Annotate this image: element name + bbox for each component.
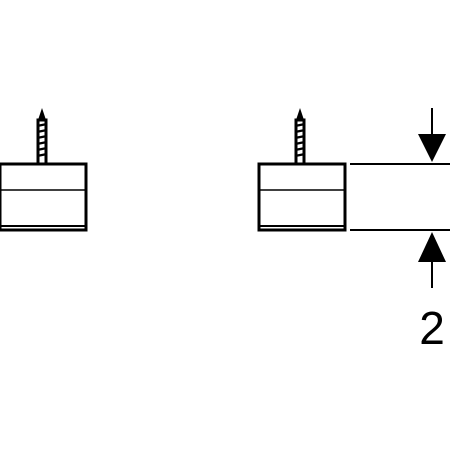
up-arrow-icon — [418, 232, 446, 288]
left-screw — [36, 108, 48, 166]
right-screw — [294, 108, 306, 166]
left-block — [0, 162, 88, 232]
right-screw-mount — [257, 108, 347, 232]
left-screw-mount — [0, 108, 88, 232]
down-arrow-icon — [418, 108, 446, 162]
dimension-callout: 2 — [350, 108, 450, 354]
right-block — [257, 162, 347, 232]
dimension-label: 2 — [419, 302, 445, 354]
